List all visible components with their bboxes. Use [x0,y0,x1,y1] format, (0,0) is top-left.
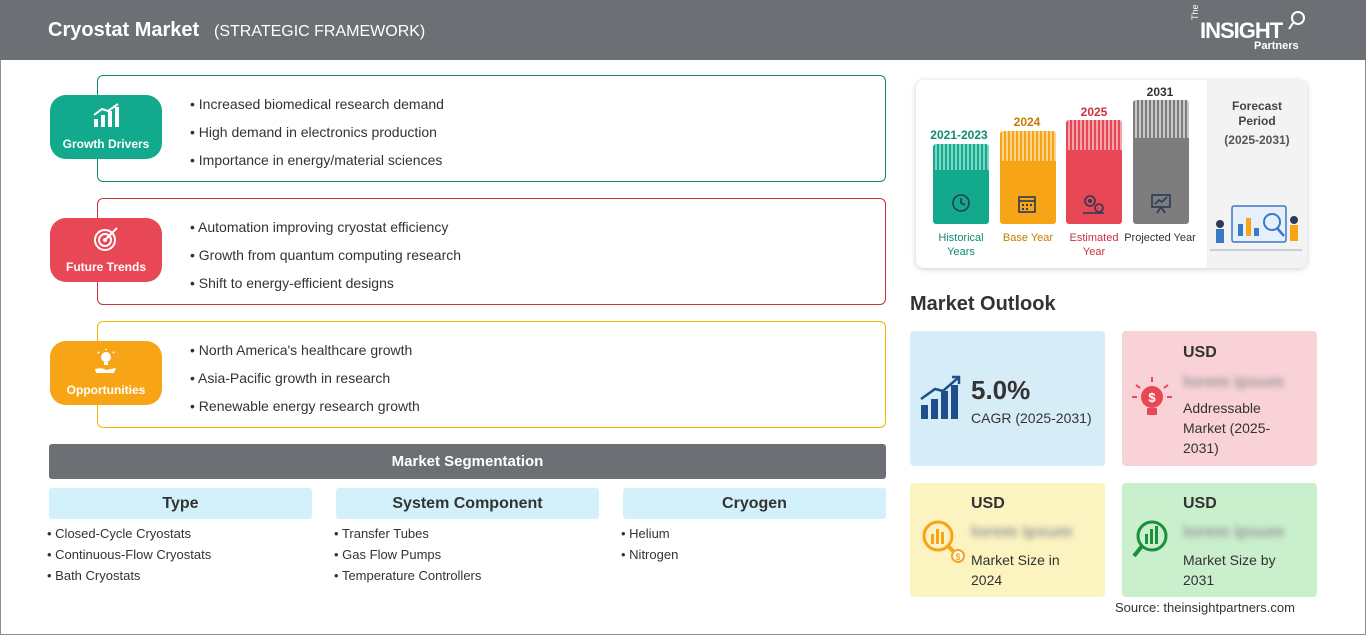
base-bar-stripe [1000,131,1056,161]
growth-magnifier-icon [1132,520,1168,558]
market-segmentation-title: Market Segmentation [49,444,886,479]
list-item: • North America's healthcare growth [190,342,413,358]
page-title: Cryostat Market [48,19,200,41]
opportunities-list: • North America's healthcare growth • As… [190,340,420,424]
list-item: Closed-Cycle Cryostats [47,525,211,546]
historical-bar-stripe [933,144,989,170]
logo-the: The [1190,4,1200,20]
growth-drivers-badge: Growth Drivers [50,95,162,159]
addressable-label: Addressable Market (2025-2031) [1183,400,1271,456]
target-icon [94,227,118,251]
estimated-bar-stripe [1066,120,1122,150]
base-label: Base Year [1002,232,1054,244]
cagr-value: 5.0% [971,375,1031,405]
addressable-market-card: $ USD lorem ipsum Addressable Market (20… [1122,331,1317,466]
list-item: • Importance in energy/material sciences [190,152,443,168]
calendar-icon [1018,196,1036,213]
size-2031-value: lorem ipsum [1183,522,1285,541]
historical-bar [933,170,989,224]
segment-list-type: Closed-Cycle Cryostats Continuous-Flow C… [47,525,211,588]
segment-header-type: Type [49,488,312,519]
page-subtitle: (STRATEGIC FRAMEWORK) [214,23,426,40]
projection-board-icon [1151,194,1171,214]
segment-header-system-component: System Component [336,488,599,519]
svg-text:$: $ [955,552,960,562]
list-item: • Automation improving cryostat efficien… [190,219,449,235]
list-item: Transfer Tubes [334,525,481,546]
future-trends-list: • Automation improving cryostat efficien… [190,217,461,301]
size-2031-label: Market Size by 2031 [1183,552,1276,588]
opportunities-label: Opportunities [66,383,146,397]
estimate-gears-icon [1083,195,1104,214]
market-size-2031-card: USD lorem ipsum Market Size by 2031 [1122,483,1317,597]
insight-partners-logo[interactable]: The INSIGHT Partners [1190,4,1310,54]
base-bar [1000,161,1056,224]
cagr-growth-icon [920,375,961,419]
dollar-lightbulb-icon: $ [1132,377,1172,415]
opportunities-badge: Opportunities [50,341,162,405]
list-item: Nitrogen [621,546,678,567]
estimated-label: Estimated Year [1069,232,1119,258]
segment-list-system-component: Transfer Tubes Gas Flow Pumps Temperatur… [334,525,481,588]
list-item: • Shift to energy-efficient designs [190,275,394,291]
historical-year: 2021-2023 [930,128,988,142]
projected-bar-stripe [1133,100,1189,138]
growth-chart-icon [93,103,119,127]
projected-year: 2031 [1146,85,1174,99]
list-item: Bath Cryostats [47,567,211,588]
historical-label: Historical Years [938,232,984,258]
lightbulb-hand-icon [95,349,116,373]
logo-lens-icon [1288,11,1305,30]
history-clock-icon [952,194,970,212]
estimated-bar [1066,150,1122,224]
svg-text:$: $ [1148,390,1156,405]
growth-drivers-list: • Increased biomedical research demand •… [190,94,444,178]
list-item: • Increased biomedical research demand [190,96,444,112]
size-2024-label: Market Size in 2024 [971,552,1060,588]
forecast-period: Forecast Period (2025-2031) [1212,99,1302,148]
future-trends-box: • Automation improving cryostat efficien… [97,198,886,305]
logo-insight: INSIGHT [1200,18,1283,43]
source-credit: Source: theinsightpartners.com [1115,600,1295,615]
size-2024-currency: USD [971,495,1005,512]
base-year: 2024 [1013,115,1041,129]
market-size-2024-card: $ USD lorem ipsum Market Size in 2024 [910,483,1105,597]
size-2024-value: lorem ipsum [971,522,1073,541]
addressable-value: lorem ipsum [1183,372,1285,391]
forecast-title: Forecast Period [1231,99,1283,128]
cagr-card: 5.0% CAGR (2025-2031) [910,331,1105,466]
list-item: Continuous-Flow Cryostats [47,546,211,567]
future-trends-label: Future Trends [65,260,146,274]
estimated-year: 2025 [1080,105,1108,119]
list-item: • Renewable energy research growth [190,398,420,414]
logo-partners: Partners [1254,40,1299,52]
list-item: Helium [621,525,678,546]
future-trends-badge: Future Trends [50,218,162,282]
dollar-magnifier-icon: $ [922,520,965,563]
growth-drivers-label: Growth Drivers [62,137,150,151]
list-item: • High demand in electronics production [190,124,437,140]
size-2031-currency: USD [1183,495,1217,512]
list-item: • Asia-Pacific growth in research [190,370,391,386]
opportunities-box: • North America's healthcare growth • As… [97,321,886,428]
projected-bar [1133,138,1189,224]
list-item: Gas Flow Pumps [334,546,481,567]
header-bar: Cryostat Market (STRATEGIC FRAMEWORK) Th… [0,0,1366,60]
analytics-people-icon [1210,205,1302,251]
segment-header-cryogen: Cryogen [623,488,886,519]
forecast-range: (2025-2031) [1224,133,1290,147]
projected-label: Projected Year [1124,232,1196,244]
cagr-label: CAGR (2025-2031) [971,410,1092,426]
segment-list-cryogen: Helium Nitrogen [621,525,678,567]
list-item: Temperature Controllers [334,567,481,588]
market-outlook-title: Market Outlook [910,293,1056,315]
growth-drivers-box: • Increased biomedical research demand •… [97,75,886,182]
addressable-currency: USD [1183,344,1217,361]
list-item: • Growth from quantum computing research [190,247,462,263]
